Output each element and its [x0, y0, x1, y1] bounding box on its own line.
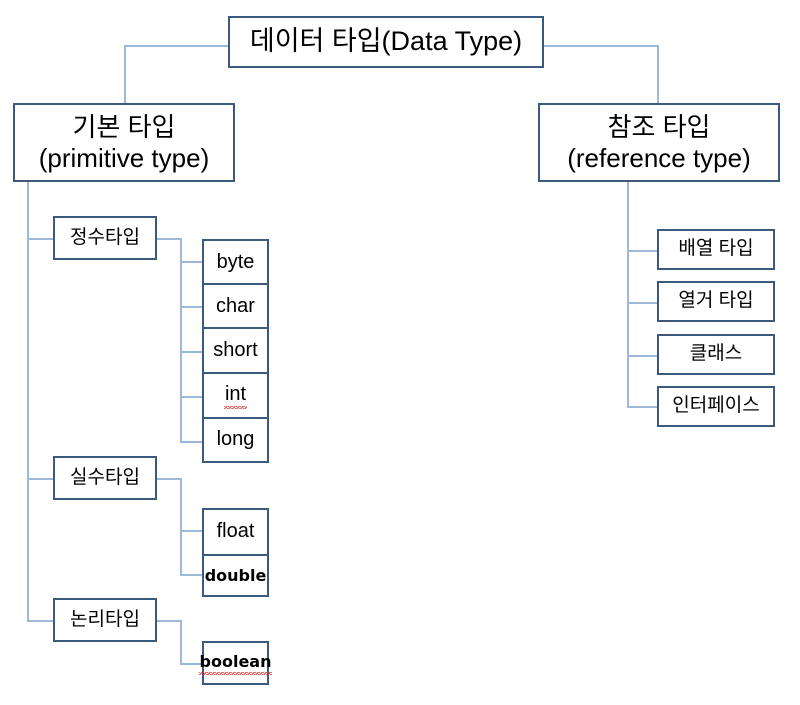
connector-integer-int: [180, 396, 202, 398]
node-primitive-type-line2: (primitive type): [38, 142, 210, 173]
leaf-int[interactable]: int: [204, 373, 267, 419]
leaf-int-label: int: [223, 383, 248, 410]
connector-logical-out: [157, 620, 182, 622]
node-category-integer[interactable]: 정수타입: [53, 216, 157, 260]
connector-integer-char: [180, 306, 202, 308]
node-reference-type[interactable]: 참조 타입 (reference type): [538, 103, 780, 182]
connector-integer-spine: [180, 238, 182, 441]
node-category-floating[interactable]: 실수타입: [53, 456, 157, 500]
connector-root-to-left-h: [124, 45, 228, 47]
node-category-logical[interactable]: 논리타입: [53, 598, 157, 642]
connector-root-to-right-v: [657, 45, 659, 103]
connector-root-to-right-h: [543, 45, 659, 47]
connector-floating-float: [180, 530, 202, 532]
node-root-data-type[interactable]: 데이터 타입(Data Type): [228, 16, 544, 68]
connector-floating-double: [180, 574, 202, 576]
connector-integer-short: [180, 351, 202, 353]
connector-integer-long: [180, 441, 202, 443]
connector-reference-class: [627, 355, 659, 357]
leaf-array-type[interactable]: 배열 타입: [657, 229, 775, 270]
group-floating-leaves: float double: [202, 508, 269, 597]
connector-primitive-to-floating: [27, 478, 53, 480]
connector-reference-enum: [627, 302, 659, 304]
node-reference-type-line1: 참조 타입: [607, 111, 711, 142]
leaf-long[interactable]: long: [204, 418, 267, 462]
connector-root-to-left-v: [124, 45, 126, 103]
node-reference-type-line2: (reference type): [567, 142, 751, 173]
leaf-double[interactable]: double: [204, 555, 267, 595]
connector-integer-byte: [180, 261, 202, 263]
group-integer-leaves: byte char short int long: [202, 239, 269, 463]
connector-reference-spine: [627, 182, 629, 407]
leaf-float[interactable]: float: [204, 510, 267, 556]
leaf-char[interactable]: char: [204, 285, 267, 330]
connector-primitive-spine: [27, 182, 29, 621]
node-primitive-type-line1: 기본 타입: [72, 111, 176, 142]
connector-reference-array: [627, 250, 659, 252]
connector-floating-out: [157, 478, 182, 480]
leaf-byte[interactable]: byte: [204, 241, 267, 286]
connector-primitive-to-logical: [27, 620, 53, 622]
connector-primitive-to-integer: [27, 238, 53, 240]
leaf-class[interactable]: 클래스: [657, 334, 775, 375]
leaf-interface[interactable]: 인터페이스: [657, 386, 775, 427]
leaf-enum-type[interactable]: 열거 타입: [657, 281, 775, 322]
connector-reference-interface: [627, 406, 659, 408]
connector-floating-spine: [180, 478, 182, 575]
leaf-boolean[interactable]: boolean: [198, 641, 273, 685]
connector-logical-spine: [180, 620, 182, 664]
leaf-boolean-label: boolean: [198, 652, 273, 675]
node-primitive-type[interactable]: 기본 타입 (primitive type): [13, 103, 235, 182]
leaf-short[interactable]: short: [204, 329, 267, 374]
connector-logical-boolean: [180, 663, 202, 665]
connector-integer-out: [157, 238, 182, 240]
